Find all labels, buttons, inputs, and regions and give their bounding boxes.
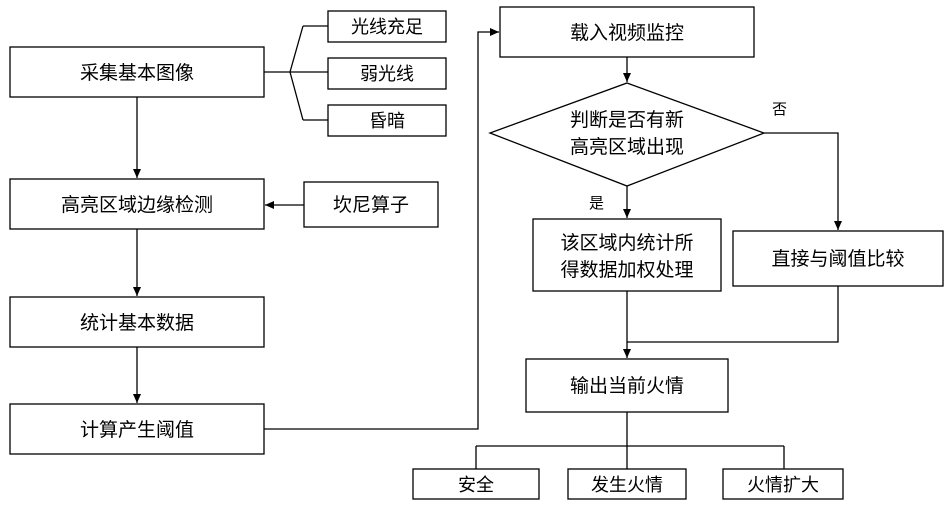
lighting-weak-label: 弱光线 — [360, 64, 414, 85]
collect-base-image-label: 采集基本图像 — [80, 62, 194, 84]
bracket-branch-3 — [290, 72, 303, 120]
connector-threshold-to-video — [264, 32, 499, 429]
edge-detection-label: 高亮区域边缘检测 — [61, 194, 213, 216]
outcome-safe-label: 安全 — [458, 475, 494, 496]
stat-base-data-label: 统计基本数据 — [80, 312, 194, 334]
lighting-dim-label: 昏暗 — [369, 111, 405, 132]
bracket-branch-1 — [290, 26, 303, 72]
weighted-processing-line1: 该区域内统计所 — [560, 232, 693, 254]
canny-operator-label: 坎尼算子 — [333, 194, 409, 216]
outcome-fire-label: 发生火情 — [591, 475, 663, 496]
output-fire-label: 输出当前火情 — [570, 375, 684, 397]
load-video-label: 载入视频监控 — [570, 22, 684, 44]
lighting-sufficient-label: 光线充足 — [351, 17, 423, 38]
compute-threshold-label: 计算产生阈值 — [80, 419, 194, 441]
arrow-decision-no — [764, 133, 838, 230]
decision-diamond — [490, 83, 764, 186]
decision-label-line2: 高亮区域出现 — [570, 136, 684, 158]
no-label: 否 — [772, 100, 787, 118]
yes-label: 是 — [589, 194, 604, 212]
decision-label-line1: 判断是否有新 — [570, 109, 684, 131]
merge-line-compare — [627, 286, 838, 342]
weighted-processing-line2: 得数据加权处理 — [560, 259, 693, 281]
outcome-spread-label: 火情扩大 — [747, 475, 819, 496]
compare-threshold-label: 直接与阈值比较 — [771, 248, 904, 270]
